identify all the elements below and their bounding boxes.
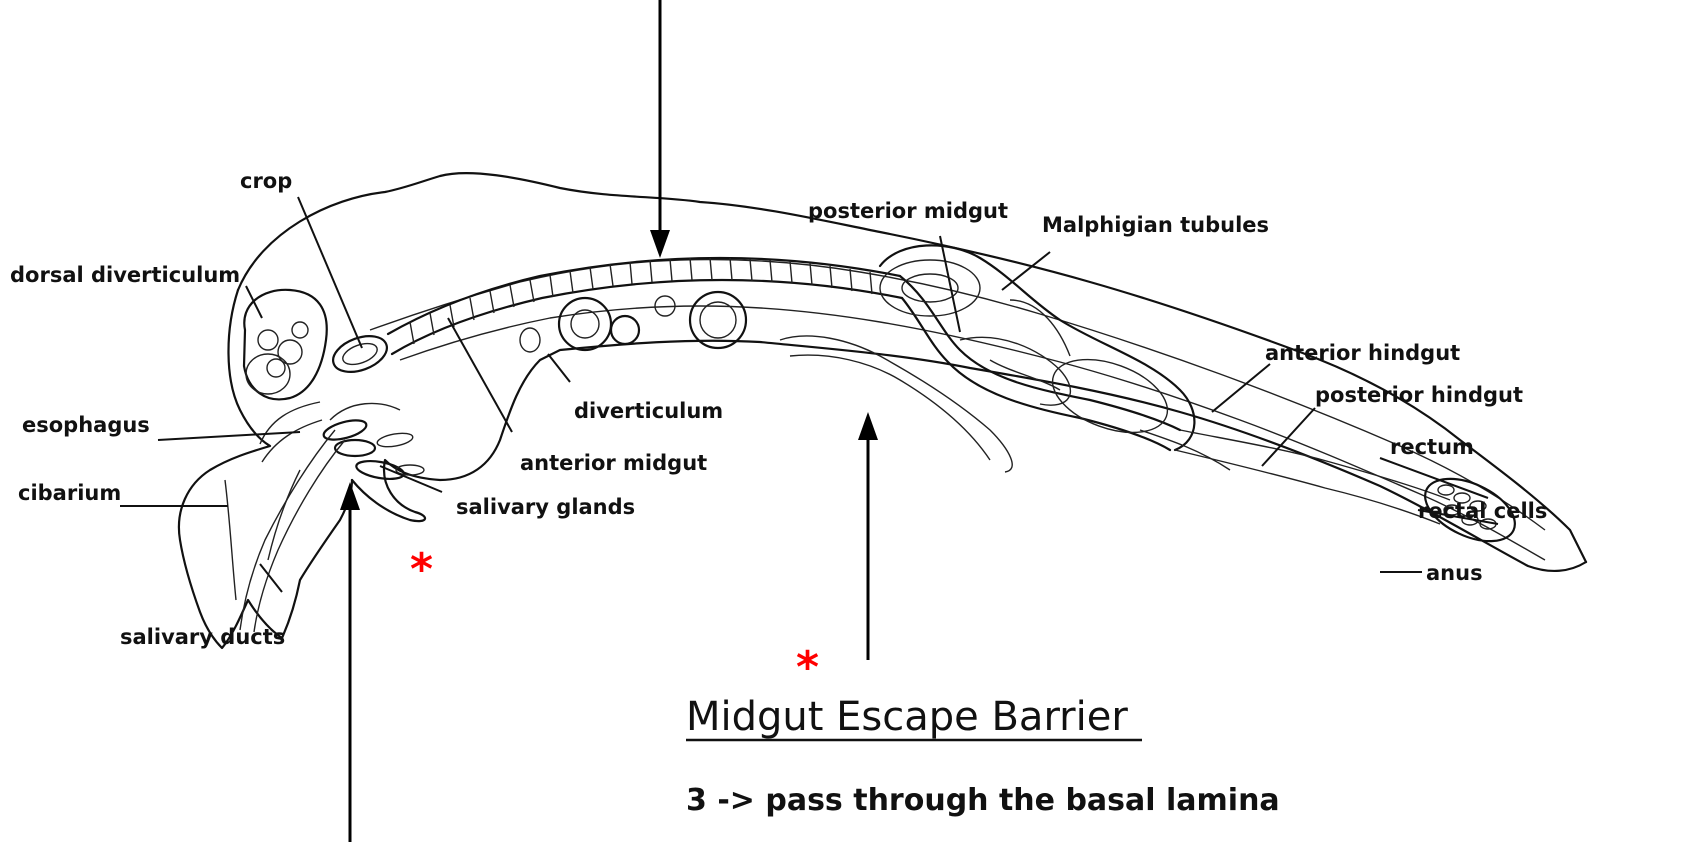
salivary-glands-shape bbox=[322, 403, 424, 482]
leader-lines bbox=[120, 197, 1498, 592]
body-outline bbox=[179, 173, 1586, 648]
label-cibarium: cibarium bbox=[18, 481, 121, 505]
malpighian-tubules-shape bbox=[780, 336, 1230, 472]
asterisk-midgut: * bbox=[796, 642, 819, 693]
label-crop: crop bbox=[240, 169, 292, 193]
label-anus: anus bbox=[1426, 561, 1483, 585]
barrier-subtitle: 3 -> pass through the basal lamina bbox=[686, 783, 1280, 818]
label-malpighian-tubules: Malphigian tubules bbox=[1042, 213, 1269, 237]
label-rectal-cells: rectal cells bbox=[1418, 499, 1547, 523]
asterisk-salivary: * bbox=[410, 544, 433, 595]
label-dorsal-diverticulum: dorsal diverticulum bbox=[10, 263, 240, 287]
barrier-title: Midgut Escape Barrier bbox=[686, 694, 1128, 740]
label-esophagus: esophagus bbox=[22, 413, 150, 437]
crop-shape bbox=[328, 329, 392, 378]
label-diverticulum: diverticulum bbox=[574, 399, 723, 423]
arrow-salivary bbox=[340, 482, 360, 842]
label-anterior-hindgut: anterior hindgut bbox=[1265, 341, 1460, 365]
barrier-heading: Midgut Escape Barrier 3 -> pass through … bbox=[686, 694, 1280, 818]
label-posterior-hindgut: posterior hindgut bbox=[1315, 383, 1523, 407]
arrow-midgut-top bbox=[650, 0, 670, 258]
arrow-midgut-bottom bbox=[858, 412, 878, 660]
label-anterior-midgut: anterior midgut bbox=[520, 451, 707, 475]
label-salivary-glands: salivary glands bbox=[456, 495, 635, 519]
label-salivary-ducts: salivary ducts bbox=[120, 625, 285, 649]
salivary-ducts-shape bbox=[225, 430, 345, 632]
label-rectum: rectum bbox=[1390, 435, 1474, 459]
label-posterior-midgut: posterior midgut bbox=[808, 199, 1008, 223]
